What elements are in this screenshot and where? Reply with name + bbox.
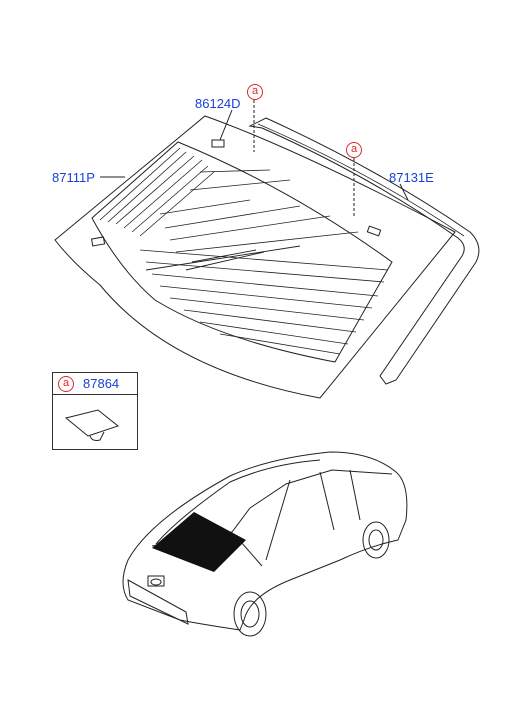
rear-window-highlight — [152, 512, 246, 572]
callout-marker-a-1: a — [247, 84, 263, 100]
glass-tab-upper — [211, 139, 225, 148]
antenna-element — [145, 245, 301, 271]
glass-tab-left — [90, 236, 106, 247]
callout-marker-a-2: a — [346, 142, 362, 158]
callout-marker-a-legend: a — [58, 376, 74, 392]
defroster-lines — [99, 147, 389, 355]
defroster-grid-area — [91, 141, 393, 363]
rear-wheel — [233, 591, 267, 637]
weatherstrip-molding — [248, 117, 480, 385]
clip-legend-box: a 87864 — [52, 372, 138, 450]
part-label-87131e: 87131E — [389, 170, 434, 185]
glass-tab-right — [366, 225, 382, 237]
part-label-87864: 87864 — [83, 376, 120, 391]
part-label-87111p: 87111P — [52, 170, 95, 185]
leader-86124d — [219, 109, 233, 141]
front-wheel — [362, 521, 390, 559]
part-label-86124d: 86124D — [195, 96, 241, 111]
rear-glass-panel — [54, 115, 456, 399]
clip-part — [64, 409, 120, 441]
clip-legend-header: a 87864 — [53, 373, 137, 395]
leader-87131e — [399, 183, 409, 201]
